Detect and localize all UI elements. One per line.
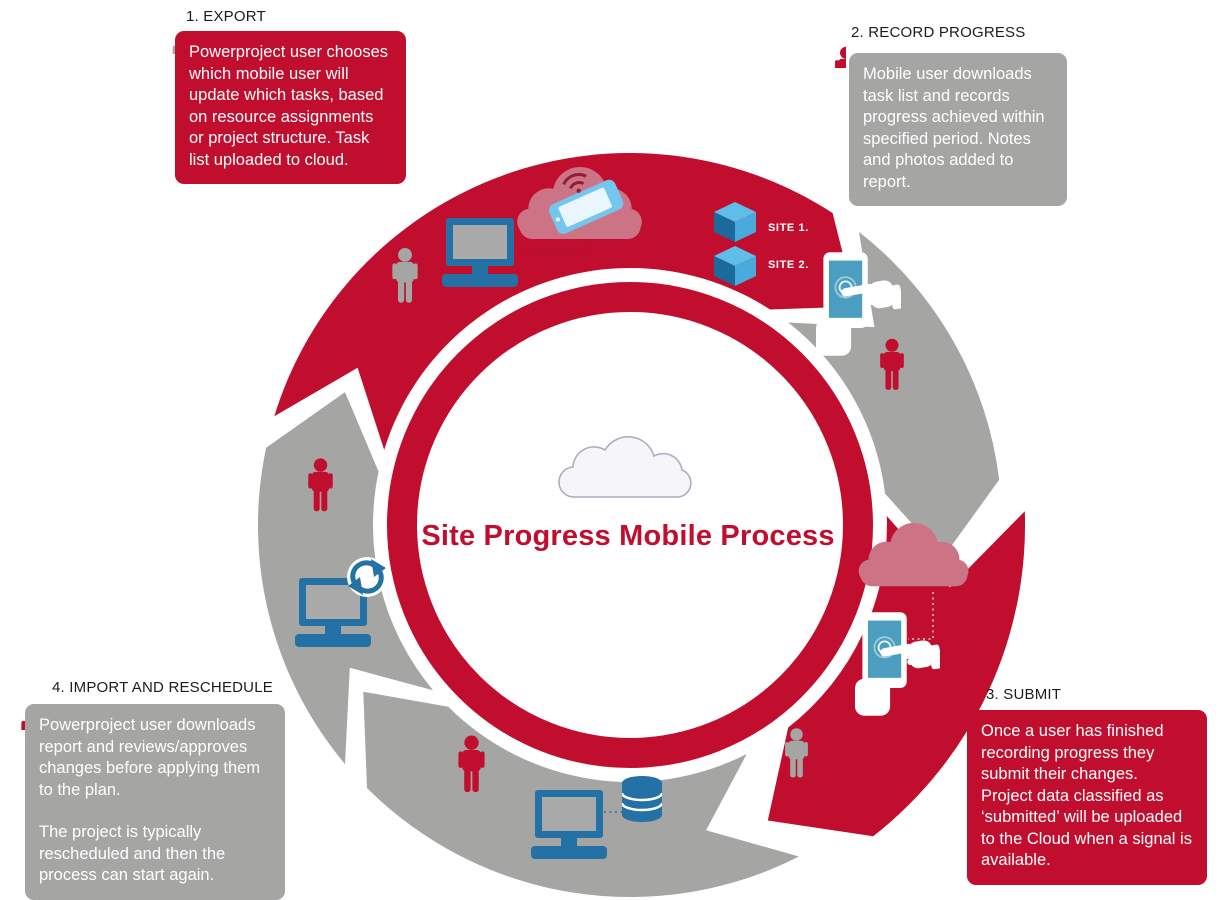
step4-label: 4. IMPORT AND RESCHEDULE bbox=[52, 679, 273, 696]
site1-label: SITE 1. bbox=[768, 222, 809, 234]
step2-label: 2. RECORD PROGRESS bbox=[851, 24, 1026, 41]
record-segment-icons: SITE 1. SITE 2. bbox=[714, 202, 904, 390]
step2-person-icon bbox=[820, 18, 846, 68]
database-icon bbox=[622, 776, 662, 822]
diagram-title: Site Progress Mobile Process bbox=[421, 520, 835, 552]
wifi-icon bbox=[562, 173, 587, 193]
step1-text: Powerproject user chooses which mobile u… bbox=[189, 43, 389, 169]
step4-description-box: Powerproject user downloads report and r… bbox=[25, 704, 285, 900]
step1-label: 1. EXPORT bbox=[186, 8, 266, 25]
person-icon bbox=[835, 47, 846, 68]
segment-export bbox=[274, 153, 857, 450]
step1-description-box: Powerproject user chooses which mobile u… bbox=[175, 31, 406, 184]
export-computer-icon bbox=[442, 218, 518, 287]
reschedule-segment-icons bbox=[295, 458, 387, 647]
step4-text-2: The project is typically rescheduled and… bbox=[39, 823, 226, 884]
step2-description-box: Mobile user downloads task list and reco… bbox=[849, 53, 1067, 206]
export-connector-line bbox=[519, 240, 587, 252]
inner-red-ring bbox=[387, 282, 873, 768]
site2-label: SITE 2. bbox=[768, 259, 809, 271]
step3-label: 3. SUBMIT bbox=[986, 686, 1062, 703]
step3-text: Once a user has finished recording progr… bbox=[981, 722, 1192, 869]
export-segment-icons bbox=[392, 167, 642, 303]
center-cloud-icon bbox=[558, 436, 692, 498]
step3-description-box: Once a user has finished recording progr… bbox=[967, 710, 1207, 885]
smartphone-icon bbox=[549, 179, 624, 234]
step2-text: Mobile user downloads task list and reco… bbox=[863, 65, 1045, 191]
segment-record bbox=[788, 231, 1000, 558]
sync-icon bbox=[347, 557, 387, 597]
step4-text-1: Powerproject user downloads report and r… bbox=[39, 716, 261, 799]
import-segment-icons bbox=[458, 735, 662, 859]
import-computer-icon bbox=[531, 790, 607, 859]
